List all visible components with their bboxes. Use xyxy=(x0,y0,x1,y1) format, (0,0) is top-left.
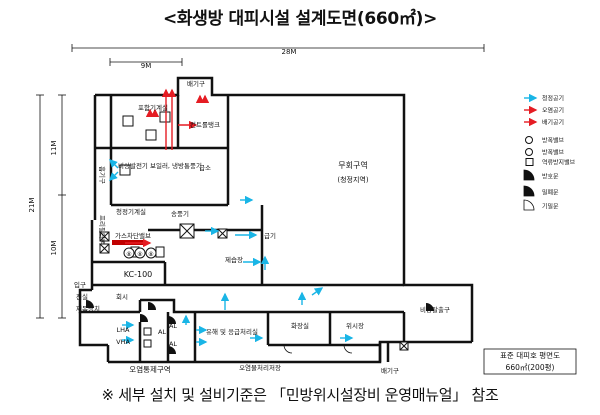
room-decon: 제습장 xyxy=(225,255,243,264)
dim-height-upper: 11M xyxy=(50,141,58,156)
room-filter-wall: 프리필터벽 xyxy=(98,215,107,245)
room-gas-valve: 가스차단밸브 xyxy=(115,231,151,240)
legend-door-icon xyxy=(523,185,535,197)
legend-label: 기밀문 xyxy=(542,203,559,211)
room-filter-machine: 포함기계실 xyxy=(138,103,168,112)
room-decon-shower: 제독장치 xyxy=(76,304,100,313)
room-entrance: 입구 xyxy=(74,281,86,289)
doors xyxy=(86,300,434,354)
room-main-area-sub: (청정지역) xyxy=(337,175,368,184)
valve-circles xyxy=(123,247,157,259)
room-vha: VHA xyxy=(116,338,130,346)
valve-2: ⑧ xyxy=(137,251,142,258)
valve-1: ⑧ xyxy=(126,251,131,258)
room-control-tank: 컨트롤탱크 xyxy=(190,120,220,129)
light-doors xyxy=(283,344,353,354)
room-sink: 유해 및 응급처리실 xyxy=(206,327,258,336)
dim-height-total: 21M xyxy=(28,198,36,213)
room-toilet-upper: 급소 xyxy=(199,164,211,172)
room-generator: 비상발전기 보일러, 냉방통풍기 xyxy=(118,161,202,170)
room-exhaust-bottom: 배기구 xyxy=(381,366,399,375)
footnote: ※ 세부 설치 및 설비기준은 「민방위시설장비 운영매뉴얼」 참조 xyxy=(101,386,499,404)
valve-3: ⑧ xyxy=(148,251,153,258)
room-emergency-exit: 비상탈출구 xyxy=(420,305,450,314)
legend-check-valve-icon xyxy=(525,158,534,166)
legend-door-icon xyxy=(523,169,535,181)
legend-label: 밀폐문 xyxy=(542,189,559,197)
dim-total-width: 28M xyxy=(282,48,297,56)
room-shower: 위시장 xyxy=(346,321,364,330)
room-lha: LHA xyxy=(117,326,131,334)
room-exhaust-side: 흡기구 xyxy=(98,166,107,184)
walls xyxy=(78,76,474,364)
dim-inner-width: 9M xyxy=(141,62,152,70)
legend-label: 방폭밸브 xyxy=(542,149,565,157)
plan-label-1: 표준 대피호 평면도 xyxy=(500,350,560,360)
room-blower: 송풍기 xyxy=(171,209,189,218)
legend-label: 배기공기 xyxy=(542,119,564,127)
legend-label: 역류방지밸브 xyxy=(542,159,576,167)
contaminated-air-arrows xyxy=(125,88,210,248)
legend-valve-icon xyxy=(525,148,533,156)
room-generator-label: 비상발전기 보일러, 냉방통풍기 xyxy=(118,161,202,170)
legend-valve-icon xyxy=(525,136,533,144)
plan-label-2: 660㎡(200평) xyxy=(506,362,555,372)
room-machine: 청정기계실 xyxy=(116,207,146,216)
page-title: <화생방 대피시설 설계도면(660㎡)> xyxy=(162,9,438,29)
legend-label: 방폭밸브 xyxy=(542,137,565,145)
room-contaminated: 오염통제구역 xyxy=(129,364,170,374)
legend-label: 오염공기 xyxy=(542,107,564,115)
plan-label-box xyxy=(483,348,577,375)
room-kc: KC-100 xyxy=(124,270,153,279)
room-intake: 급기 xyxy=(264,231,276,240)
room-storage: 오염물처리저장 xyxy=(239,363,281,372)
room-al-2: AL xyxy=(158,328,166,336)
legend-door-icon xyxy=(523,199,535,211)
room-toilet-lower: 화장실 xyxy=(291,321,309,330)
legend-label: 청정공기 xyxy=(542,95,564,103)
room-exhaust-top: 배기구 xyxy=(187,79,205,88)
room-al-1: AL xyxy=(169,322,177,330)
dim-height-lower: 10M xyxy=(50,241,58,256)
dimension-lines xyxy=(36,44,485,319)
legend-label: 방호문 xyxy=(542,173,559,181)
room-main-area: 무회구역 xyxy=(338,160,367,170)
room-anteroom: 전실 xyxy=(76,292,88,301)
room-hatch: 회시 xyxy=(116,293,128,301)
room-al-3: AL xyxy=(169,340,177,348)
clean-air-arrows xyxy=(109,159,354,347)
